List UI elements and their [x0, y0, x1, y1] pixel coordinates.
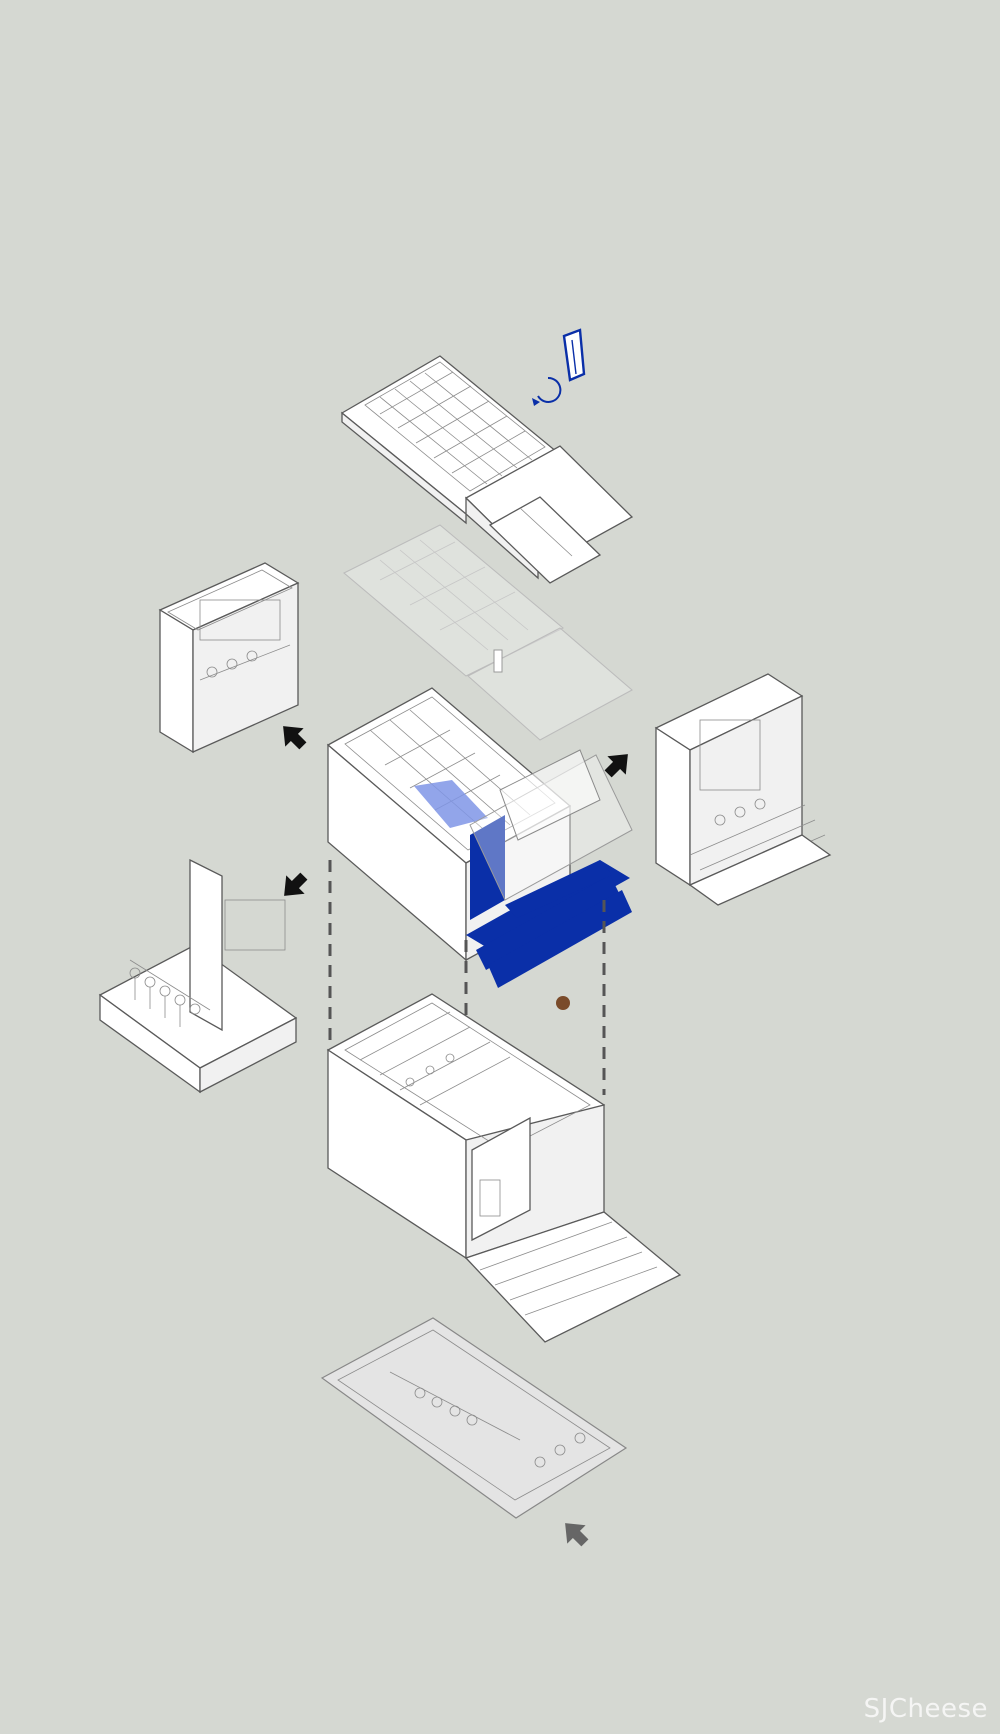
floor-plan — [320, 1317, 628, 1519]
central-volume — [326, 687, 633, 1010]
lamp-icon — [562, 328, 586, 382]
arrow-up-right-icon — [604, 754, 628, 778]
room-cutout-right — [654, 673, 832, 906]
ghost-ceiling-layer — [343, 524, 633, 741]
ground-floor-volume — [326, 993, 682, 1343]
room-cutout-left-bar — [98, 858, 298, 1094]
rotate-icon — [532, 376, 562, 406]
roof-layer — [340, 355, 634, 584]
room-cutout-top-left — [158, 562, 300, 754]
arrow-up-left-icon — [283, 726, 307, 750]
arrow-down-left-icon — [284, 872, 308, 896]
alignment-lines — [328, 860, 606, 1140]
watermark: SJCheese — [863, 1694, 988, 1724]
entry-arrow-icon — [565, 1523, 589, 1547]
